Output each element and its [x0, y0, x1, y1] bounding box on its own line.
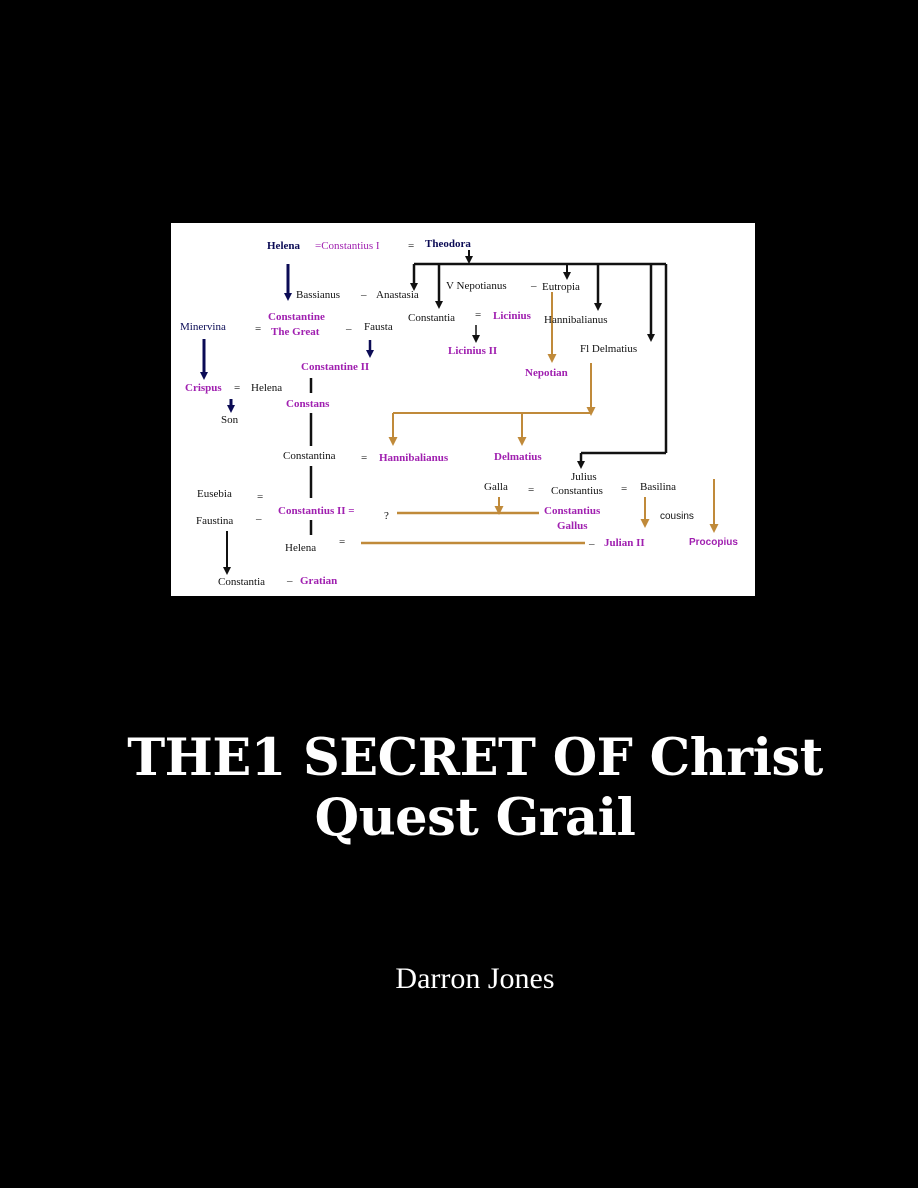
label-fausta: Fausta: [364, 321, 393, 333]
label-eq-basilina: =: [621, 483, 627, 495]
label-constantius-ii: Constantius II =: [278, 505, 355, 517]
label-eq-julius: =: [528, 484, 534, 496]
label-gratian: Gratian: [300, 575, 337, 587]
book-title: THE1 SECRET OF Christ Quest Grail: [0, 728, 918, 848]
label-julius-line2: Constantius: [551, 485, 603, 497]
label-eq-constantine: =: [255, 323, 261, 335]
label-anastasia: Anastasia: [376, 289, 419, 301]
label-dash-gratian: –: [286, 575, 293, 587]
label-galla: Galla: [484, 481, 508, 493]
label-julian-ii: Julian II: [604, 537, 645, 549]
label-eq-eusebia: =: [257, 491, 263, 503]
label-licinius-ii: Licinius II: [448, 345, 497, 357]
label-son: Son: [221, 414, 239, 426]
label-delmatius: Delmatius: [494, 451, 542, 463]
label-constans: Constans: [286, 398, 330, 410]
label-constantina: Constantina: [283, 450, 336, 462]
label-theodora: Theodora: [425, 238, 471, 250]
connector-lines: [200, 250, 719, 575]
label-helena-wife: Helena: [251, 382, 282, 394]
label-nepotian: Nepotian: [525, 367, 568, 379]
label-eutropia: Eutropia: [542, 281, 580, 293]
label-hannibalianus-top: Hannibalianus: [544, 314, 608, 326]
label-basilina: Basilina: [640, 481, 676, 493]
label-helena-daughter: Helena: [285, 542, 316, 554]
label-constantine-ii: Constantine II: [301, 361, 369, 373]
label-julius-line1: Julius: [571, 471, 597, 483]
author-name: Darron Jones: [395, 962, 555, 995]
label-helena: Helena: [267, 240, 300, 252]
book-title-line1: THE1 SECRET OF Christ: [127, 728, 823, 788]
book-title-line2: Quest Grail: [314, 788, 636, 848]
label-faustina: Faustina: [196, 515, 233, 527]
label-constantine-line2: The Great: [271, 326, 320, 338]
label-eq-helena: =: [234, 382, 240, 394]
label-gallus-line1: Constantius: [544, 505, 601, 517]
label-dash-anastasia: –: [360, 289, 367, 301]
family-tree-svg: Helena =Constantius I = Theodora Bassian…: [180, 238, 738, 588]
label-gallus-line2: Gallus: [557, 520, 588, 532]
label-constantia-bottom: Constantia: [218, 576, 265, 588]
label-eq-julian: =: [339, 536, 345, 548]
label-minervina: Minervina: [180, 321, 226, 333]
label-fl-delmatius: Fl Delmatius: [580, 343, 637, 355]
label-licinius: Licinius: [493, 310, 532, 322]
label-cousins: cousins: [660, 511, 694, 522]
label-eq-licinius: =: [475, 309, 481, 321]
label-question: ?: [384, 510, 389, 522]
label-eusebia: Eusebia: [197, 488, 232, 500]
family-tree-diagram: Helena =Constantius I = Theodora Bassian…: [171, 223, 755, 596]
label-dash-faustina: –: [255, 513, 262, 525]
label-constantia-top: Constantia: [408, 312, 455, 324]
label-bassianus: Bassianus: [296, 289, 340, 301]
label-eq-theodora: =: [408, 240, 414, 252]
label-dash-eutropia: –: [530, 280, 537, 292]
name-labels: Helena =Constantius I = Theodora Bassian…: [180, 238, 738, 588]
label-dash-julian: –: [588, 538, 595, 550]
label-crispus: Crispus: [185, 382, 222, 394]
label-constantius-i: =Constantius I: [315, 240, 380, 252]
label-v-nepotianus: V Nepotianus: [446, 280, 507, 292]
label-constantine-line1: Constantine: [268, 311, 325, 323]
label-eq-hannibalianus: =: [361, 452, 367, 464]
label-dash-fausta: –: [345, 323, 352, 335]
label-hannibalianus: Hannibalianus: [379, 452, 449, 464]
label-procopius: Procopius: [689, 537, 738, 548]
